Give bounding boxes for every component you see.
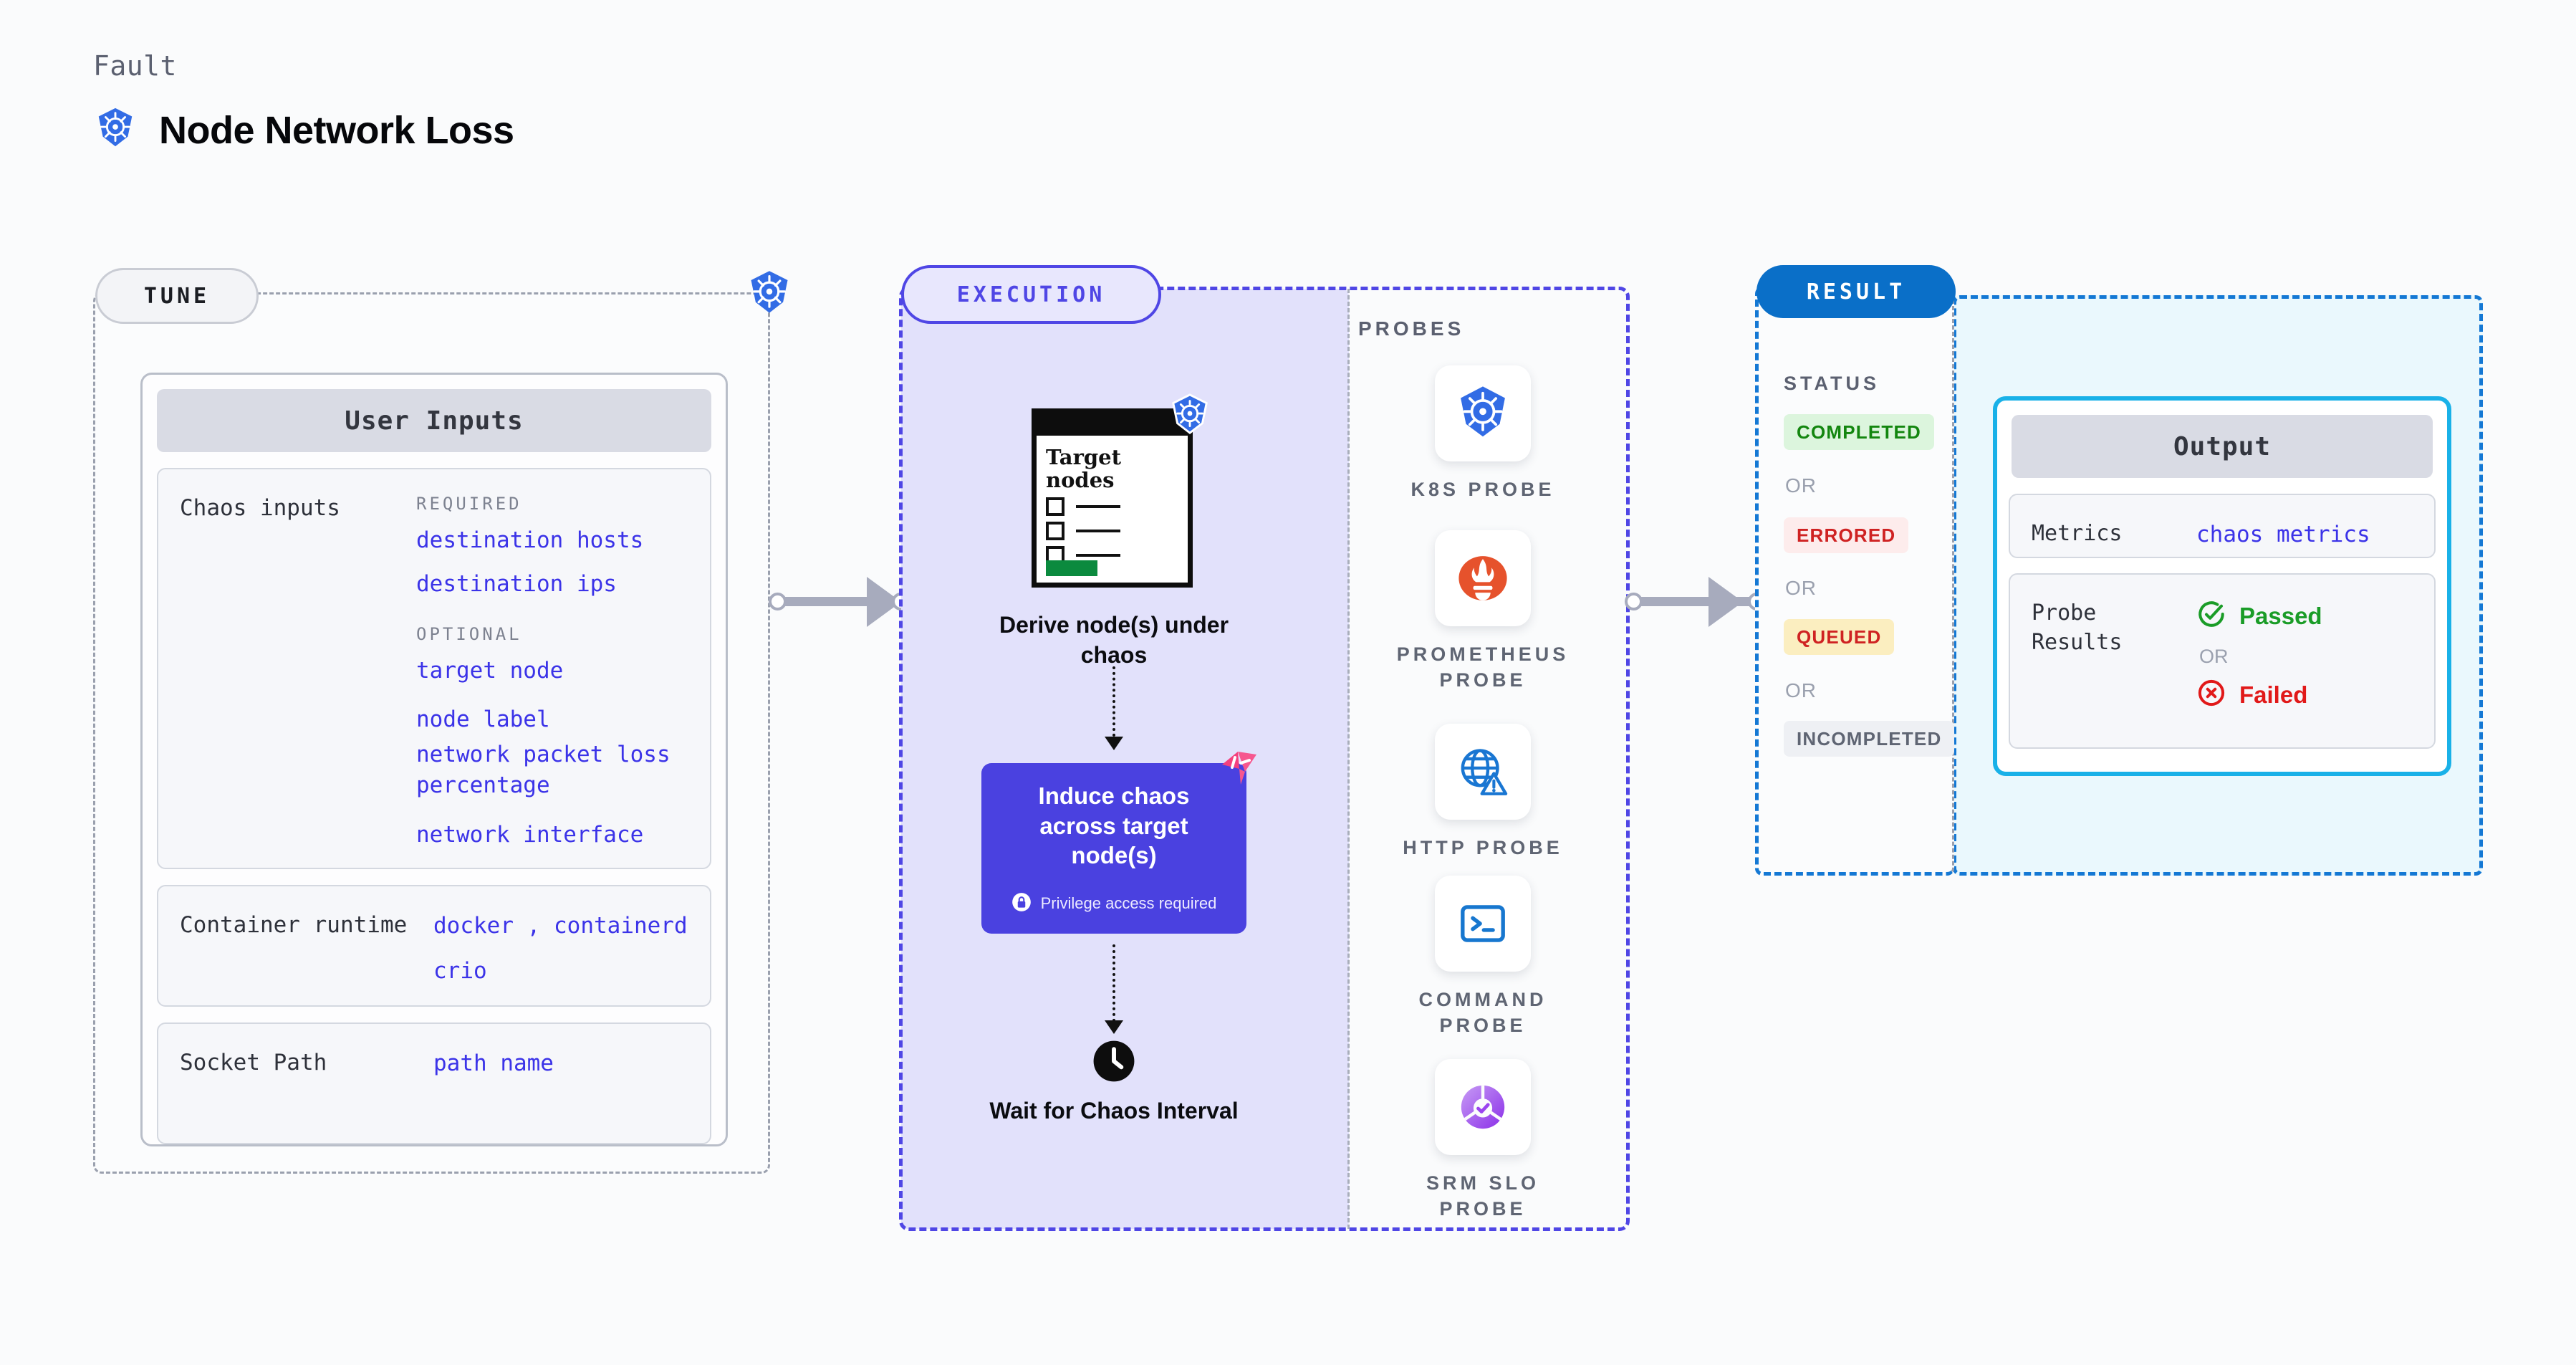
- target-nodes-title: Target nodes: [1046, 445, 1121, 493]
- probe-k8s-label: K8S PROBE: [1410, 479, 1555, 500]
- socket-path-row: Socket Path path name: [157, 1022, 711, 1144]
- page-title: Node Network Loss: [159, 108, 514, 152]
- result-pill[interactable]: RESULT: [1756, 265, 1956, 318]
- privilege-note: Privilege access required: [1011, 892, 1217, 916]
- target-nodes-card: Target nodes: [1032, 393, 1208, 588]
- card-titlebar: [1032, 408, 1193, 436]
- probe-srm-slo-label: SRM SLO PROBE: [1426, 1172, 1539, 1220]
- check-circle-icon: [2196, 599, 2226, 633]
- node-line: [1076, 505, 1120, 508]
- flow-arrow: [1105, 1020, 1123, 1034]
- wait-chaos-interval-label: Wait for Chaos Interval: [989, 1098, 1239, 1124]
- globe-warning-icon: [1435, 724, 1531, 820]
- induce-chaos-box[interactable]: Induce chaos across target node(s) Privi…: [981, 752, 1256, 934]
- srm-slo-donut-icon: [1435, 1059, 1531, 1155]
- progress-bar: [1046, 560, 1097, 576]
- title-row: Node Network Loss: [93, 106, 514, 154]
- prometheus-icon: [1435, 530, 1531, 626]
- flow-arrow: [1105, 737, 1123, 750]
- metrics-value[interactable]: chaos metrics: [2196, 522, 2370, 547]
- status-badge-incompleted: INCOMPLETED: [1784, 721, 1955, 757]
- lock-icon: [1011, 892, 1032, 916]
- privilege-note-text: Privilege access required: [1040, 894, 1217, 913]
- probe-command-label: COMMAND PROBE: [1418, 989, 1547, 1036]
- probes-heading: PROBES: [1358, 317, 1465, 340]
- tune-pill[interactable]: TUNE: [95, 268, 259, 324]
- probe-command[interactable]: COMMAND PROBE: [1390, 876, 1576, 1038]
- chaos-inputs-row: Chaos inputs REQUIRED destination hosts …: [157, 468, 711, 869]
- container-runtime-label: Container runtime: [180, 912, 408, 938]
- induce-chaos-text: Induce chaos across target node(s): [1038, 782, 1190, 869]
- metrics-row: Metrics chaos metrics: [2009, 494, 2436, 558]
- input-network-packet-loss-percentage[interactable]: network packet loss percentage: [416, 742, 671, 798]
- kubernetes-icon: [1435, 365, 1531, 461]
- or-label: OR: [1785, 679, 1817, 701]
- input-destination-hosts[interactable]: destination hosts: [416, 527, 644, 553]
- kubernetes-icon: [93, 106, 138, 154]
- probe-result-passed: Passed: [2196, 599, 2413, 633]
- or-label: OR: [1785, 474, 1817, 497]
- probe-result-failed: Failed: [2196, 678, 2413, 712]
- input-network-interface[interactable]: network interface: [416, 821, 644, 848]
- probes-divider: [1347, 289, 1350, 1229]
- page-header: Fault Node Network Loss: [93, 50, 514, 154]
- input-target-node[interactable]: target node: [416, 657, 564, 684]
- required-tag: REQUIRED: [416, 494, 522, 514]
- litmus-chaos-icon: [1216, 750, 1258, 786]
- runtime-crio[interactable]: crio: [433, 957, 487, 984]
- status-badge-errored: ERRORED: [1784, 517, 1909, 553]
- metrics-label: Metrics: [2032, 521, 2123, 546]
- node-line: [1076, 530, 1120, 532]
- node-line: [1076, 554, 1120, 557]
- runtime-containerd[interactable]: containerd: [554, 913, 688, 939]
- or-label: OR: [1785, 577, 1817, 599]
- probe-k8s[interactable]: K8S PROBE: [1390, 365, 1576, 503]
- clock-icon: [1092, 1039, 1136, 1083]
- terminal-icon: [1435, 876, 1531, 972]
- x-circle-icon: [2196, 678, 2226, 712]
- or-label: OR: [2199, 646, 2229, 667]
- status-badge-queued: QUEUED: [1784, 619, 1895, 655]
- probe-http[interactable]: HTTP PROBE: [1390, 724, 1576, 861]
- runtime-docker[interactable]: docker: [433, 913, 514, 939]
- failed-label: Failed: [2239, 681, 2308, 708]
- socket-path-label: Socket Path: [180, 1050, 327, 1076]
- probe-prometheus[interactable]: PROMETHEUS PROBE: [1390, 530, 1576, 693]
- user-inputs-title: User Inputs: [157, 389, 711, 452]
- status-heading: STATUS: [1784, 373, 1880, 394]
- execution-pill[interactable]: EXECUTION: [901, 265, 1161, 324]
- input-destination-ips[interactable]: destination ips: [416, 570, 617, 597]
- result-status-region: [1755, 287, 1954, 876]
- kubernetes-icon: [745, 269, 794, 317]
- container-runtime-row: Container runtime docker , containerd cr…: [157, 885, 711, 1007]
- probe-srm-slo[interactable]: SRM SLO PROBE: [1390, 1059, 1576, 1222]
- flow-line: [1112, 666, 1115, 737]
- node-checkbox[interactable]: [1046, 522, 1064, 540]
- runtime-separator: ,: [527, 913, 541, 939]
- output-title: Output: [2012, 415, 2433, 478]
- flow-line: [1112, 944, 1115, 1022]
- probe-results-label: Probe Results: [2032, 600, 2123, 655]
- derive-nodes-label: Derive node(s) under chaos: [999, 612, 1229, 668]
- user-inputs-card: User Inputs Chaos inputs REQUIRED destin…: [140, 373, 728, 1146]
- passed-label: Passed: [2239, 602, 2322, 629]
- optional-tag: OPTIONAL: [416, 623, 522, 644]
- node-checkbox[interactable]: [1046, 497, 1064, 516]
- status-badge-completed: COMPLETED: [1784, 414, 1935, 450]
- probe-prometheus-label: PROMETHEUS PROBE: [1396, 643, 1570, 691]
- execution-panel: [899, 287, 1630, 1231]
- fault-kicker: Fault: [93, 50, 177, 82]
- kubernetes-icon: [1168, 393, 1212, 437]
- probe-results-row: Probe Results Passed OR Failed: [2009, 573, 2436, 749]
- input-node-label[interactable]: node label: [416, 707, 550, 733]
- socket-path-value[interactable]: path name: [433, 1050, 554, 1076]
- chaos-inputs-label: Chaos inputs: [180, 495, 340, 521]
- probe-http-label: HTTP PROBE: [1403, 837, 1563, 858]
